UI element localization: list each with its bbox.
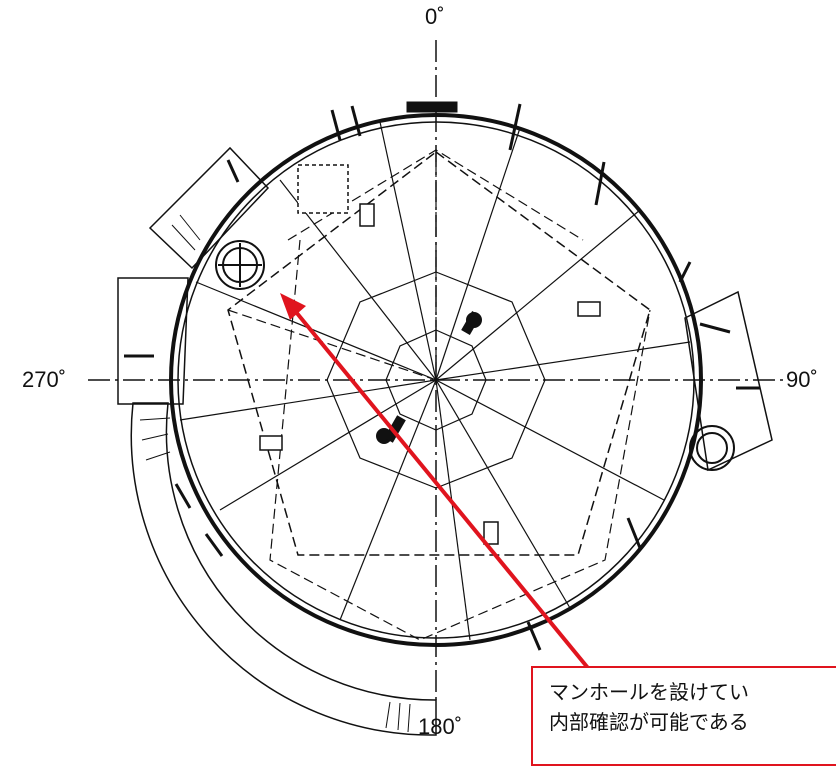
label-90-degrees: 90˚ <box>786 367 818 392</box>
central-ring-outer <box>326 271 546 489</box>
callout-line-1: マンホールを設けてい <box>549 682 749 704</box>
center-nozzles <box>376 310 482 444</box>
manhole-upper-left <box>215 240 265 290</box>
arc-band-hatching <box>139 214 411 733</box>
shell-attachments <box>124 101 760 651</box>
dashed-girder-spokes <box>227 149 651 641</box>
callout-line-2: 内部確認が可能である <box>549 712 749 734</box>
annotation-callout-box: マンホールを設けてい 内部確認が可能である <box>531 666 836 766</box>
manhole-right <box>689 425 735 471</box>
label-270-degrees: 270˚ <box>22 367 67 392</box>
dashed-girder-pentagon <box>227 151 651 556</box>
central-ring-inner <box>385 329 487 431</box>
lower-left-arc-band <box>130 402 437 736</box>
segment-box-right <box>684 290 773 472</box>
annotation-arrow <box>280 293 590 670</box>
segment-box-upper-left <box>148 146 270 270</box>
roof-nozzle-symbols <box>259 164 601 545</box>
label-0-degrees: 0˚ <box>425 4 445 29</box>
label-180-degrees: 180˚ <box>418 714 463 739</box>
